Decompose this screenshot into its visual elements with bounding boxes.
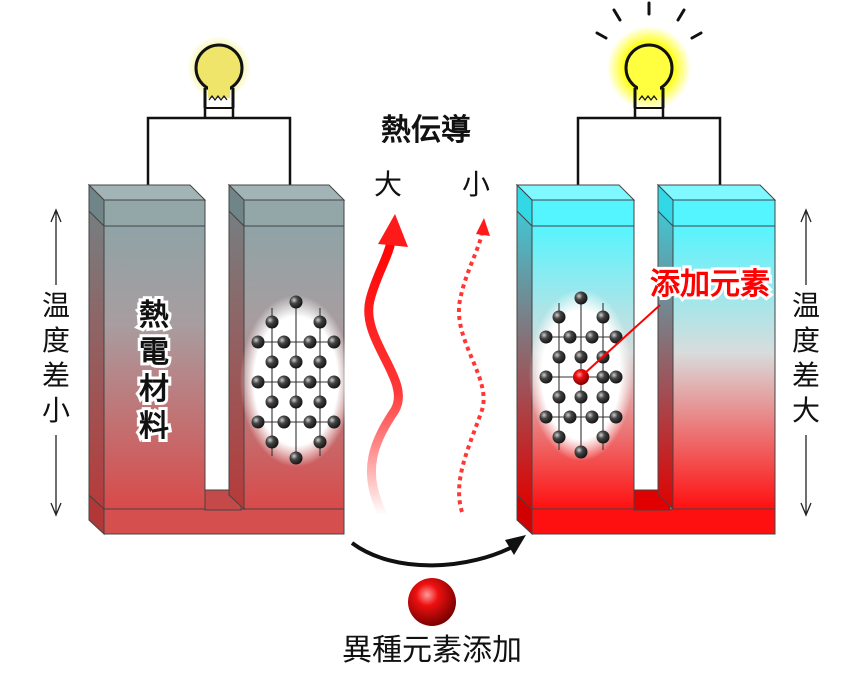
doping-transition-arrow xyxy=(350,535,526,568)
left-side-label-char-4: 小 xyxy=(42,394,70,427)
left-temperature-indicator: 温 度 差 小 xyxy=(40,208,72,517)
right-lattice xyxy=(529,289,661,461)
material-label-char-3: 材 xyxy=(139,372,169,407)
conduction-large-label: 大 xyxy=(374,168,402,201)
material-label-char-4: 料 xyxy=(139,409,169,444)
left-circuit-wire xyxy=(146,116,292,192)
left-bulb-icon xyxy=(187,36,251,118)
material-label: 熱 電 材 料 xyxy=(136,295,172,447)
material-label-char-2: 電 xyxy=(139,335,169,370)
left-side-label-char-3: 差 xyxy=(42,359,70,392)
left-lattice xyxy=(240,295,352,467)
dopant-pointer-line xyxy=(584,304,661,374)
left-device: 熱 電 材 料 xyxy=(87,36,352,536)
large-heat-flow-arrow xyxy=(364,214,408,520)
right-side-label-char-3: 差 xyxy=(792,359,820,392)
heat-conduction-title: 熱伝導 xyxy=(381,113,471,148)
material-label-char-1: 熱 xyxy=(139,298,169,333)
right-side-label-char-2: 度 xyxy=(792,324,820,357)
left-side-label-char-1: 温 xyxy=(42,289,70,322)
right-bulb-icon xyxy=(595,1,703,118)
left-side-label-char-2: 度 xyxy=(42,324,70,357)
right-temperature-indicator: 温 度 差 大 xyxy=(790,208,822,517)
foreign-element-doping-label: 異種元素添加 xyxy=(342,633,522,668)
dopant-atom-icon xyxy=(408,578,456,626)
right-side-label-char-4: 大 xyxy=(792,394,820,427)
right-device: 添加元素 xyxy=(515,1,777,536)
right-circuit-wire xyxy=(576,116,722,192)
added-element-label: 添加元素 xyxy=(650,267,770,302)
conduction-small-label: 小 xyxy=(462,168,490,201)
right-side-label-char-1: 温 xyxy=(792,289,820,322)
small-heat-flow-arrow xyxy=(456,218,490,513)
